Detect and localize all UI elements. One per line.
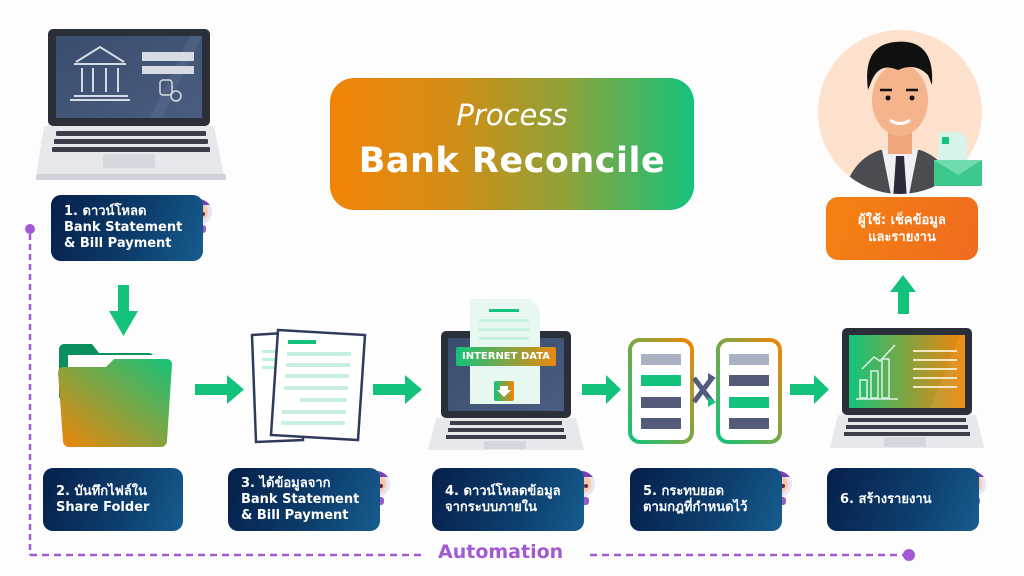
title-banner: Process Bank Reconcile: [330, 78, 694, 210]
step-2-box: 2. บันทึกไฟล์ใน Share Folder: [43, 468, 183, 531]
step-6-label: 6. สร้างรายงาน: [840, 491, 932, 507]
step-2-label: 2. บันทึกไฟล์ใน Share Folder: [56, 483, 150, 515]
title-subtitle: Process: [456, 98, 568, 132]
right-arrow-icon: [790, 375, 829, 404]
report-laptop-icon: [830, 328, 984, 448]
page-title: Bank Reconcile: [358, 141, 666, 181]
step-5-box: 5. กระทบยอด ตามกฎที่กำหนดไว้: [630, 468, 782, 531]
businessman-avatar-icon: [818, 30, 982, 194]
user-check-label: ผู้ใช้: เช็คข้อมูล และรายงาน: [858, 212, 946, 245]
right-arrow-icon: [195, 375, 244, 404]
reconcile-lists-icon: [628, 338, 782, 444]
automation-label: Automation: [438, 541, 564, 563]
folder-icon: [58, 344, 172, 447]
internet-data-label: INTERNET DATA: [462, 351, 550, 362]
user-check-box: ผู้ใช้: เช็คข้อมูล และรายงาน: [826, 197, 978, 260]
step-4-box: 4. ดาวน์โหลดข้อมูล จากระบบภายใน: [432, 468, 584, 531]
right-arrow-icon: [582, 375, 621, 404]
step-4-label: 4. ดาวน์โหลดข้อมูล จากระบบภายใน: [445, 483, 561, 515]
step-5-label: 5. กระทบยอด ตามกฎที่กำหนดไว้: [643, 483, 748, 515]
path-end-dot: [903, 549, 915, 561]
step-1-label: 1. ดาวน์โหลด Bank Statement & Bill Payme…: [64, 204, 183, 251]
documents-icon: [250, 328, 367, 444]
automation-path: [25, 224, 915, 561]
step-3-label: 3. ได้ข้อมูลจาก Bank Statement & Bill Pa…: [241, 475, 360, 523]
right-arrow-icon: [373, 375, 422, 404]
step-3-box: 3. ได้ข้อมูลจาก Bank Statement & Bill Pa…: [228, 468, 380, 531]
internet-data-laptop-icon: [428, 299, 584, 450]
step-6-box: 6. สร้างรายงาน: [827, 468, 979, 531]
bank-laptop-icon: [36, 29, 226, 180]
step-1-box: 1. ดาวน์โหลด Bank Statement & Bill Payme…: [51, 195, 203, 261]
down-arrow-icon: [109, 285, 138, 336]
up-arrow-icon: [890, 275, 916, 314]
path-start-dot: [25, 224, 35, 234]
